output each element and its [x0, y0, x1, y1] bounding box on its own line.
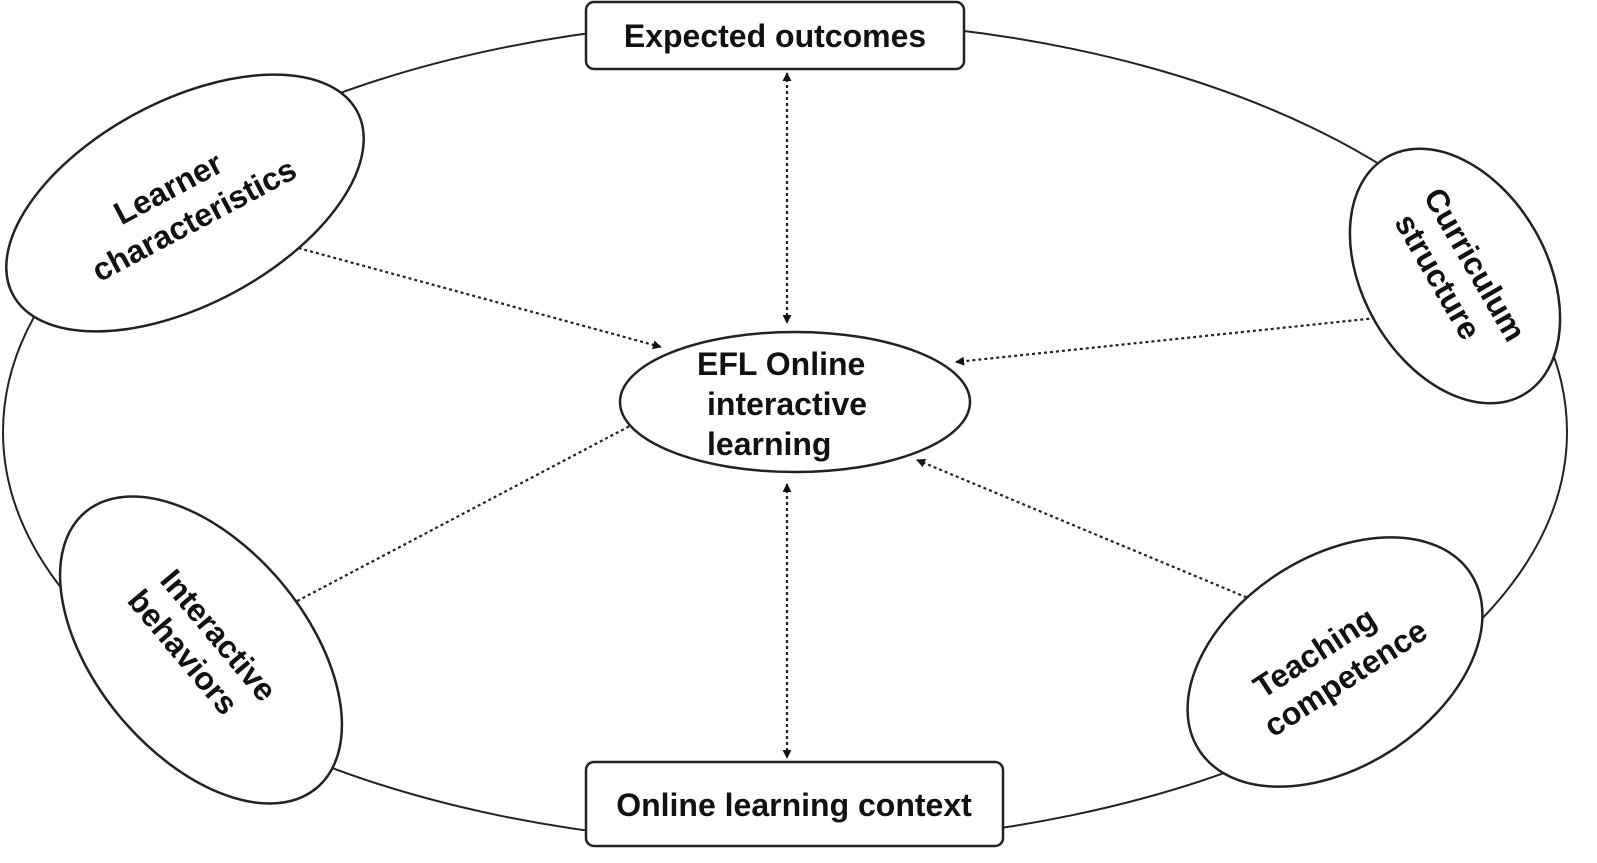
- node-teaching-competence: Teaching competence: [1186, 536, 1484, 788]
- online-learning-context-label: Online learning context: [616, 787, 972, 823]
- node-curriculum-structure: Curriculum structure: [1348, 147, 1562, 405]
- center-line-3: learning: [707, 426, 831, 462]
- node-efl-online-interactive-learning: EFL Online interactive learning: [618, 330, 972, 474]
- connector-curriculum-structure: [955, 311, 1406, 366]
- connector-learner-characteristics: [257, 234, 662, 350]
- expected-outcomes-label: Expected outcomes: [624, 18, 926, 54]
- center-line-1: EFL Online: [697, 346, 865, 382]
- connector-interactive-behaviors: [262, 417, 646, 620]
- node-online-learning-context: Online learning context: [584, 760, 1005, 848]
- node-interactive-behaviors: Interactive behaviors: [58, 495, 344, 805]
- node-expected-outcomes: Expected outcomes: [584, 0, 966, 71]
- connector-teaching-competence: [916, 458, 1285, 615]
- node-learner-characteristics: Learner characteristics: [5, 73, 365, 333]
- center-line-2: interactive: [707, 386, 867, 422]
